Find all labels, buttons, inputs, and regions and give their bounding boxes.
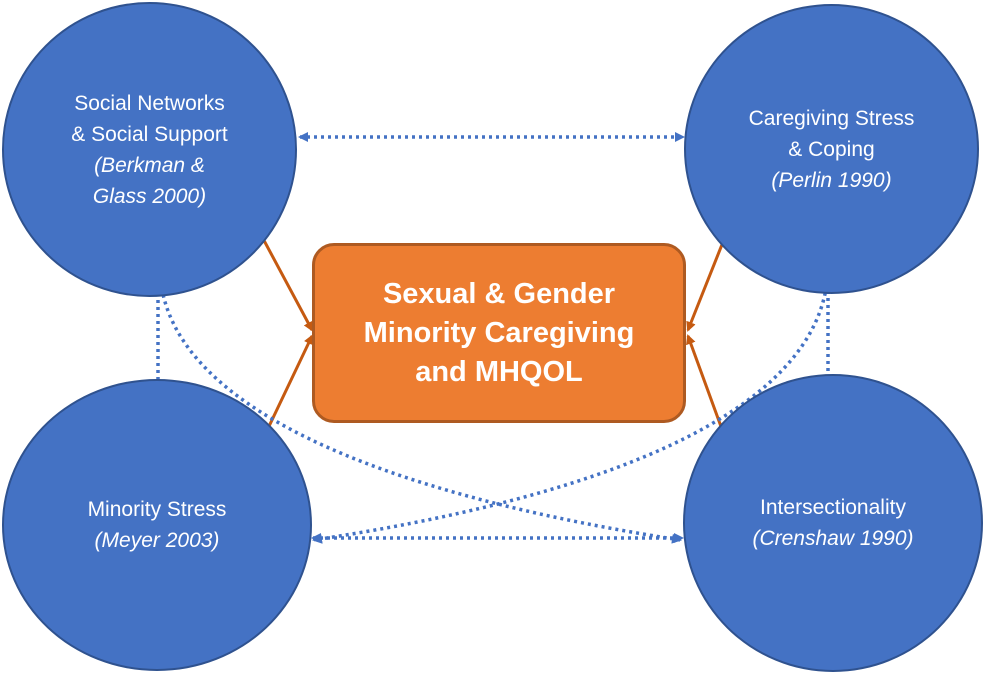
center-label-line: Sexual & Gender	[382, 277, 616, 310]
node-citation-line: (Meyer 2003)	[94, 529, 220, 552]
node-social-networks: Social Networks & Social Support (Berkma…	[2, 2, 297, 297]
node-center-sgm-caregiving: Sexual & Gender Minority Caregiving and …	[312, 243, 686, 423]
arrow-caregiving-stress-to-center	[686, 231, 729, 332]
center-label-line: and MHQOL	[415, 355, 583, 388]
node-caregiving-stress: Caregiving Stress & Coping (Perlin 1990)	[684, 4, 979, 294]
node-label-line: & Coping	[788, 137, 875, 161]
node-label-line: Minority Stress	[87, 498, 227, 521]
node-label-line: Intersectionality	[760, 496, 906, 519]
node-label-line: Caregiving Stress	[748, 106, 915, 130]
dotted-caregiving-stress-minority-stress	[312, 270, 833, 544]
node-citation-line: (Perlin 1990)	[771, 168, 892, 192]
center-label-line: Minority Caregiving	[363, 316, 635, 349]
node-label-line: Social Networks	[74, 91, 225, 115]
node-citation-line: (Berkman &	[94, 153, 205, 177]
node-label-line: & Social Support	[71, 122, 228, 146]
node-citation-line: (Crenshaw 1990)	[752, 527, 914, 550]
node-citation-line: Glass 2000)	[92, 184, 207, 208]
node-minority-stress: Minority Stress (Meyer 2003)	[2, 379, 312, 671]
arrow-social-networks-to-center	[258, 232, 314, 332]
node-intersectionality: Intersectionality (Crenshaw 1990)	[683, 374, 983, 672]
